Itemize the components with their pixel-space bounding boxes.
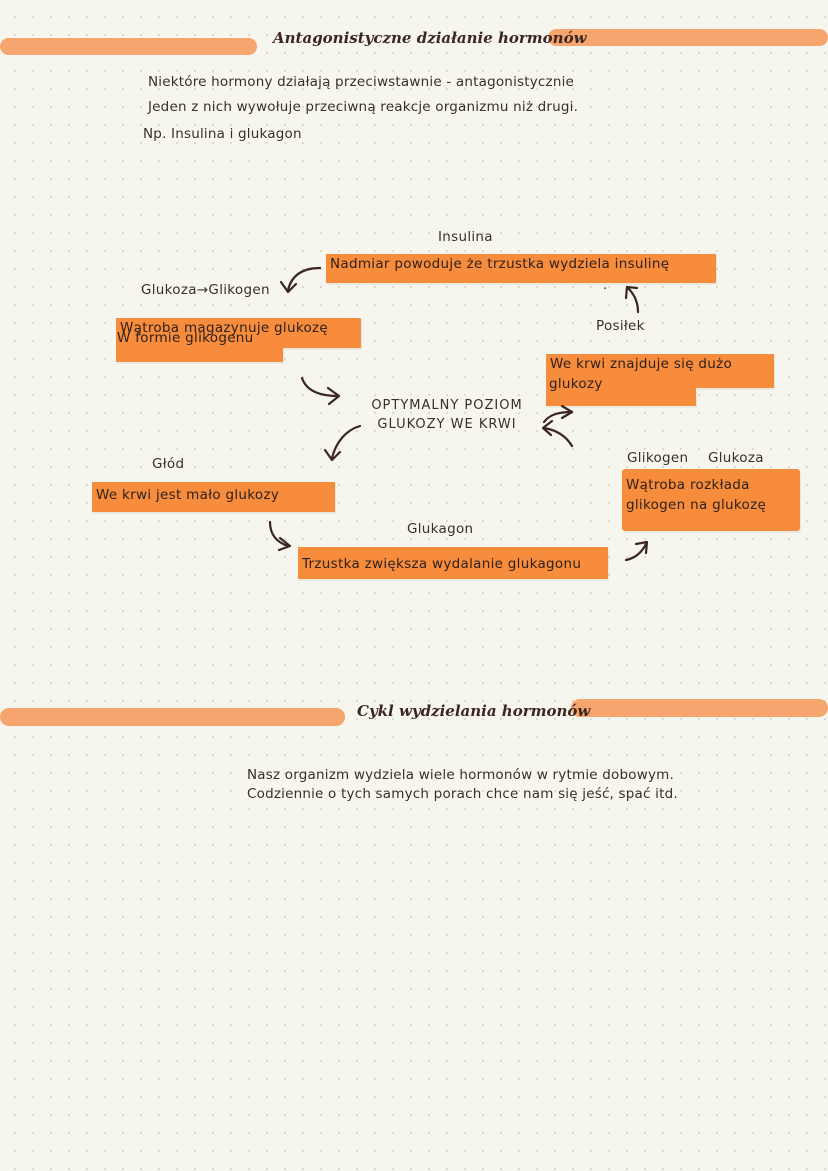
section-title-cycle: Cykl wydzielania hormonów	[357, 702, 591, 720]
arrow-insulina-to-watroba	[279, 266, 322, 294]
watroba-store-box-lower	[116, 348, 283, 362]
krew-duzo-line-2: glukozy	[549, 376, 603, 392]
section-title-antagonism: Antagonistyczne działanie hormonów	[273, 29, 587, 47]
glukoza-label: Glukoza	[708, 450, 764, 466]
glukoza-glikogen-label: Glukoza→Glikogen	[141, 282, 270, 298]
watroba-store-line-2: W formie glikogenu	[117, 330, 254, 346]
glukagon-box: Trzustka zwiększa wydalanie glukagonu	[298, 547, 608, 579]
center-line-2: GLUKOZY WE KRWI	[377, 417, 517, 432]
glod-label: Głód	[152, 456, 185, 472]
intro-line-1: Niektóre hormony działają przeciwstawnie…	[148, 74, 575, 90]
arrow-posilek-up	[624, 285, 640, 314]
krew-duzo-line-1: We krwi znajduje się dużo	[550, 356, 733, 372]
rozklada-line-2: glikogen na glukozę	[626, 497, 767, 513]
header-bar-right	[548, 29, 828, 46]
arrow-watroba-to-center	[300, 376, 341, 406]
arrow-rozklada-to-center	[541, 419, 574, 448]
arrow-krew-malo-to-glukagon	[268, 520, 292, 552]
arrow-center-to-krew-duzo	[542, 404, 574, 424]
krew-malo-box: We krwi jest mało glukozy	[92, 482, 335, 512]
insulina-box: Nadmiar powoduje że trzustka wydziela in…	[326, 254, 716, 283]
cycle-text-line-1: Nasz organizm wydziela wiele hormonów w …	[247, 767, 675, 783]
optimal-level-center: OPTYMALNY POZIOM GLUKOZY WE KRWI	[362, 396, 532, 434]
header2-bar-right	[571, 699, 828, 717]
posilek-label: Posiłek	[596, 318, 645, 334]
intro-line-3: Np. Insulina i glukagon	[143, 126, 302, 142]
arrow-center-to-glod	[323, 424, 362, 462]
glikogen-label: Glikogen	[627, 450, 689, 466]
center-line-1: OPTYMALNY POZIOM	[371, 398, 523, 413]
glukagon-label: Glukagon	[407, 521, 474, 537]
rozklada-box: Wątroba rozkłada glikogen na glukozę	[622, 469, 800, 531]
watroba-store-line-1: Wątroba magazynuje glukozę	[120, 320, 329, 336]
krew-duzo-box-lower	[546, 388, 696, 406]
watroba-store-box: Wątroba magazynuje glukozę	[116, 318, 361, 348]
intro-line-2: Jeden z nich wywołuje przeciwną reakcje …	[148, 99, 579, 115]
arrow-glukagon-to-rozklada	[624, 540, 649, 562]
header-bar-left	[0, 38, 257, 55]
dot-marker: ·	[603, 281, 608, 297]
insulina-label: Insulina	[438, 229, 493, 245]
krew-duzo-box: We krwi znajduje się dużo	[546, 354, 774, 388]
cycle-text-line-2: Codziennie o tych samych porach chce nam…	[247, 786, 678, 802]
header2-bar-left	[0, 708, 345, 726]
rozklada-line-1: Wątroba rozkłada	[626, 477, 750, 493]
